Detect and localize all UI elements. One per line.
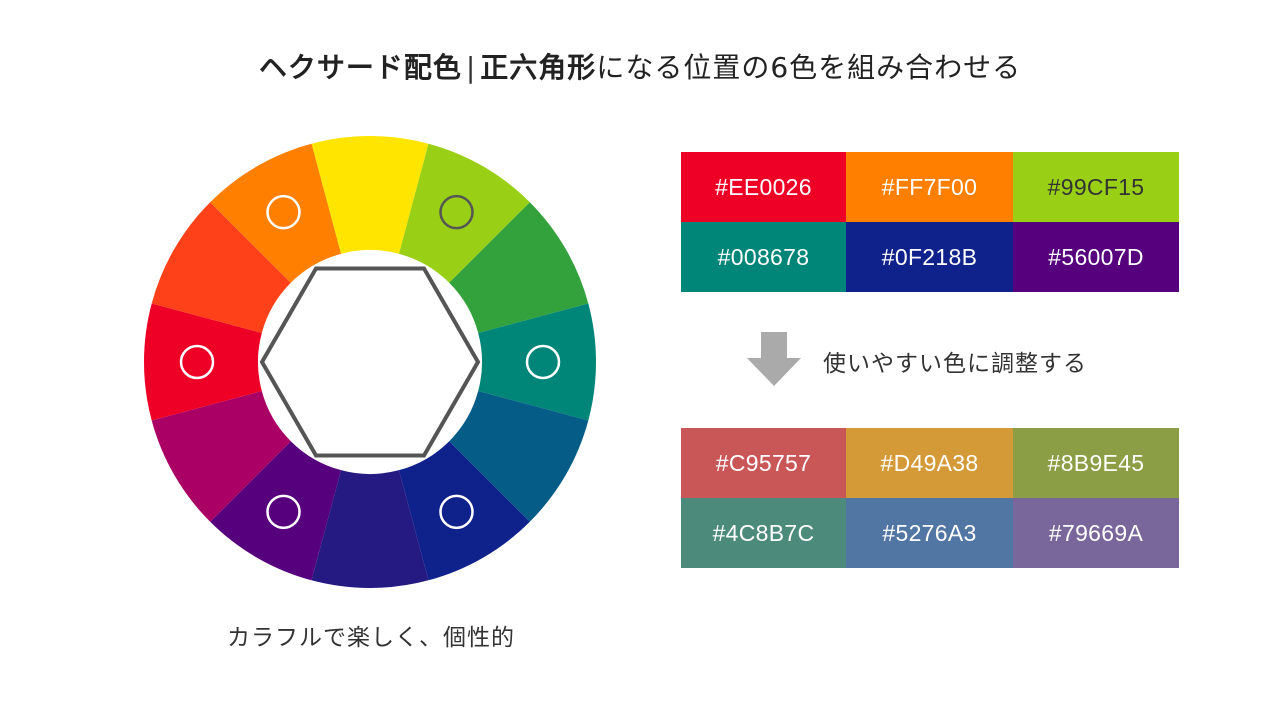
page-title: ヘクサード配色|正六角形になる位置の6色を組み合わせる: [0, 46, 1280, 86]
swatch-code: #008678: [717, 243, 810, 270]
swatch-adjusted-4: #4C8B7C: [681, 498, 846, 568]
palette-original: #EE0026 #FF7F00 #99CF15 #008678 #0F218B …: [681, 152, 1179, 292]
wheel-segment: [311, 470, 429, 588]
wheel-segment: [398, 441, 530, 581]
swatch-code: #0F218B: [881, 243, 978, 270]
wheel-segment: [144, 303, 262, 421]
adjust-label: 使いやすい色に調整する: [823, 351, 1087, 377]
title-shape-name: 正六角形: [480, 51, 597, 84]
swatch-code: #79669A: [1048, 519, 1144, 546]
swatch-code: #8B9E45: [1047, 449, 1145, 476]
swatch-code: #99CF15: [1047, 173, 1145, 200]
swatch-code: #C95757: [715, 449, 812, 476]
caption: カラフルで楽しく、個性的: [227, 625, 515, 651]
wheel-segments: [144, 136, 596, 588]
swatch-adjusted-1: #C95757: [681, 428, 846, 498]
selection-marker-icon: [179, 344, 215, 380]
swatch-code: #5276A3: [882, 519, 977, 546]
swatch-code: #EE0026: [715, 173, 812, 200]
swatch-original-2: #FF7F00: [846, 152, 1013, 222]
swatch-original-4: #008678: [681, 222, 846, 292]
arrow-down-icon: [747, 332, 801, 386]
wheel-markers: [179, 194, 561, 530]
selection-marker-icon: [439, 494, 474, 530]
swatch-original-1: #EE0026: [681, 152, 846, 222]
swatch-adjusted-2: #D49A38: [846, 428, 1013, 498]
wheel-segment: [151, 202, 291, 334]
hexagon-outline: [259, 266, 481, 458]
swatch-code: #FF7F00: [881, 173, 978, 200]
selection-marker-icon: [439, 194, 474, 230]
wheel-segment: [449, 390, 589, 522]
swatch-original-5: #0F218B: [846, 222, 1013, 292]
wheel-segment: [210, 143, 342, 283]
wheel-segment: [449, 202, 589, 334]
selection-marker-icon: [266, 494, 301, 530]
swatch-code: #4C8B7C: [712, 519, 815, 546]
title-description: になる位置の6色を組み合わせる: [596, 51, 1022, 84]
selection-marker-icon: [525, 344, 561, 380]
selection-marker-icon: [266, 194, 301, 230]
title-scheme-name: ヘクサード配色: [258, 51, 462, 84]
swatch-adjusted-5: #5276A3: [846, 498, 1013, 568]
swatch-original-6: #56007D: [1013, 222, 1179, 292]
wheel-segment: [210, 441, 342, 581]
wheel-segment: [311, 136, 429, 254]
swatch-original-3: #99CF15: [1013, 152, 1179, 222]
swatch-adjusted-3: #8B9E45: [1013, 428, 1179, 498]
title-separator: |: [465, 51, 477, 84]
swatch-adjusted-6: #79669A: [1013, 498, 1179, 568]
wheel-segment: [398, 143, 530, 283]
swatch-code: #56007D: [1048, 243, 1144, 270]
wheel-segment: [151, 390, 291, 522]
wheel-segment: [478, 303, 596, 421]
swatch-code: #D49A38: [880, 449, 979, 476]
color-wheel: [144, 136, 596, 588]
palette-adjusted: #C95757 #D49A38 #8B9E45 #4C8B7C #5276A3 …: [681, 428, 1179, 568]
